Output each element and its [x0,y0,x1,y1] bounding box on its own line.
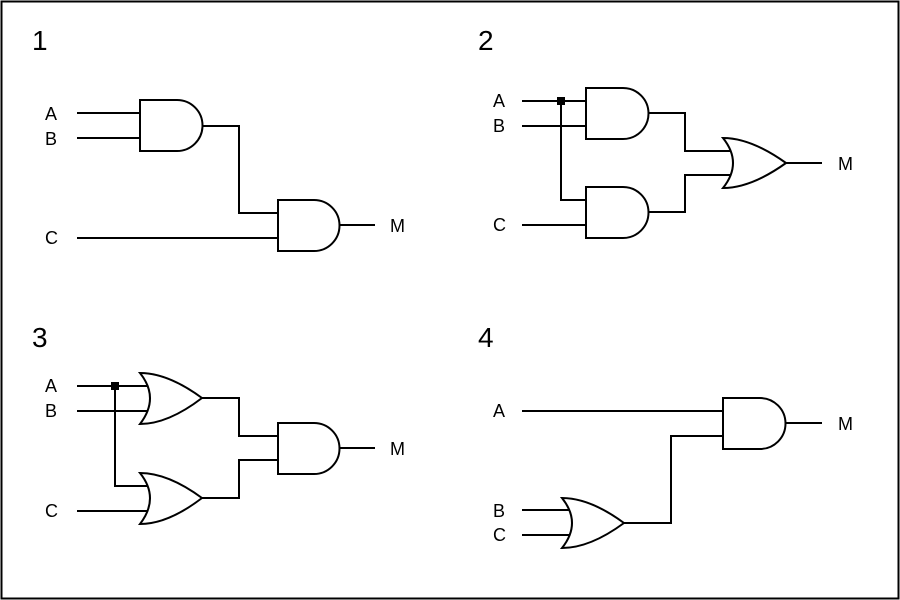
circuit-2-number: 2 [478,25,494,56]
circuit-2-and-gate-1 [585,87,650,140]
circuit-2-input-a-label: A [493,91,505,111]
circuit-2-wire-a-branch [560,101,586,201]
circuit-3-number: 3 [32,322,48,353]
circuit-3-input-b-label: B [45,401,57,421]
circuit-4-number: 4 [478,322,494,353]
circuit-3-and-gate [277,422,341,475]
circuit-3: 3 A B C M [32,322,405,526]
circuit-4-output-m-label: M [838,414,853,434]
circuit-4-input-a-label: A [493,401,505,421]
circuit-2: 2 A B C M [478,25,853,239]
circuit-4-or-gate [559,496,626,550]
circuit-3-input-c-label: C [45,501,58,521]
circuit-3-junction-dot [111,382,119,390]
circuit-1-input-a-label: A [45,104,57,124]
circuit-3-or-gate-1 [137,371,204,426]
circuit-2-wire-and1-to-or [648,112,734,152]
circuit-4-wire-or-to-and [624,435,723,524]
circuit-4-input-c-label: C [493,525,506,545]
circuit-1-number: 1 [32,25,48,56]
circuit-3-wire-or1-to-and [202,397,278,437]
circuit-3-or-gate-2 [137,471,204,526]
circuit-4-input-b-label: B [493,501,505,521]
circuit-3-input-a-label: A [45,376,57,396]
circuit-3-wire-a-branch [114,386,150,487]
circuit-2-input-b-label: B [493,116,505,136]
circuit-2-input-c-label: C [493,215,506,235]
circuit-1-and-gate-2 [277,199,341,252]
circuit-4-and-gate [722,397,787,450]
circuit-1-output-m-label: M [390,216,405,236]
circuit-1-and-gate-1 [139,99,204,152]
circuit-2-wire-and2-to-or [648,174,734,213]
circuit-2-and-gate-2 [585,186,650,239]
circuit-2-or-gate [720,136,788,190]
circuit-4: 4 A B C M [478,322,853,550]
circuit-3-wire-or2-to-and [202,459,278,499]
circuit-1-input-c-label: C [45,228,58,248]
circuit-2-junction-dot [557,97,565,105]
circuit-3-output-m-label: M [390,439,405,459]
circuit-1-input-b-label: B [45,129,57,149]
circuit-1-wire-and1-to-and2 [202,125,278,214]
circuit-2-output-m-label: M [838,154,853,174]
circuit-1: 1 A B C M [32,25,405,252]
